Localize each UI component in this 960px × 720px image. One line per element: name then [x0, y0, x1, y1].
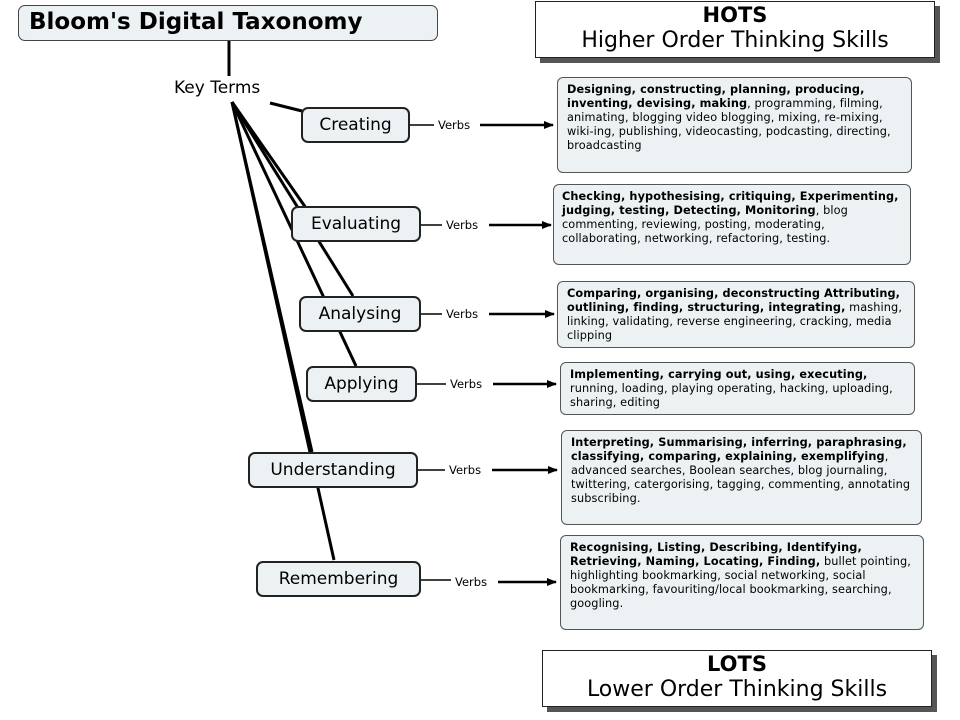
verbs-bold: Recognising, Listing, Describing, Identi…: [570, 541, 862, 569]
hots-abbr: HOTS: [702, 3, 768, 27]
hots-box: HOTS Higher Order Thinking Skills: [535, 1, 935, 58]
verbs-rest: , advanced searches, Boolean searches, b…: [571, 450, 911, 506]
level-understanding: Understanding: [248, 452, 418, 488]
diagram-title: Bloom's Digital Taxonomy: [18, 5, 438, 41]
verbs-label-remembering: Verbs: [455, 575, 488, 589]
verbs-box-creating: Designing, constructing, planning, produ…: [557, 77, 912, 173]
verbs-rest: bullet pointing, highlighting bookmarkin…: [570, 555, 911, 611]
verbs-box-applying: Implementing, carrying out, using, execu…: [560, 362, 915, 415]
verbs-label-understanding: Verbs: [449, 463, 482, 477]
level-evaluating: Evaluating: [291, 206, 421, 242]
verbs-bold: Implementing, carrying out, using, execu…: [570, 368, 868, 381]
verbs-box-understanding: Interpreting, Summarising, inferring, pa…: [561, 430, 922, 525]
verbs-bold: Designing, constructing, planning, produ…: [567, 83, 865, 111]
verbs-box-analysing: Comparing, organising, deconstructing At…: [557, 281, 915, 348]
level-remembering: Remembering: [256, 561, 421, 597]
verbs-box-evaluating: Checking, hypothesising, critiquing, Exp…: [553, 184, 911, 265]
verbs-bold: Checking, hypothesising, critiquing, Exp…: [562, 190, 899, 218]
verbs-rest: , programming, filming, animating, blogg…: [567, 97, 891, 153]
verbs-bold: Comparing, organising, deconstructing At…: [567, 287, 901, 315]
verbs-bold: Interpreting, Summarising, inferring, pa…: [571, 436, 907, 464]
key-terms-label: Key Terms: [174, 78, 261, 98]
verbs-rest: running, loading, playing operating, hac…: [570, 382, 893, 410]
verbs-rest: , blog commenting, reviewing, posting, m…: [562, 204, 848, 246]
hots-full: Higher Order Thinking Skills: [581, 28, 889, 53]
lots-abbr: LOTS: [707, 652, 767, 676]
level-creating: Creating: [301, 107, 410, 143]
verbs-label-applying: Verbs: [450, 377, 483, 391]
line-analysing: [230, 101, 355, 297]
level-applying: Applying: [306, 366, 417, 402]
verbs-rest: mashing, linking, validating, reverse en…: [567, 301, 903, 343]
verbs-label-creating: Verbs: [438, 118, 471, 132]
verbs-label-analysing: Verbs: [446, 307, 479, 321]
line-creating: [269, 101, 303, 113]
verbs-label-evaluating: Verbs: [446, 218, 479, 232]
level-analysing: Analysing: [299, 296, 421, 332]
lots-full: Lower Order Thinking Skills: [586, 677, 888, 702]
lots-box: LOTS Lower Order Thinking Skills: [542, 650, 932, 707]
verbs-box-remembering: Recognising, Listing, Describing, Identi…: [560, 535, 924, 630]
